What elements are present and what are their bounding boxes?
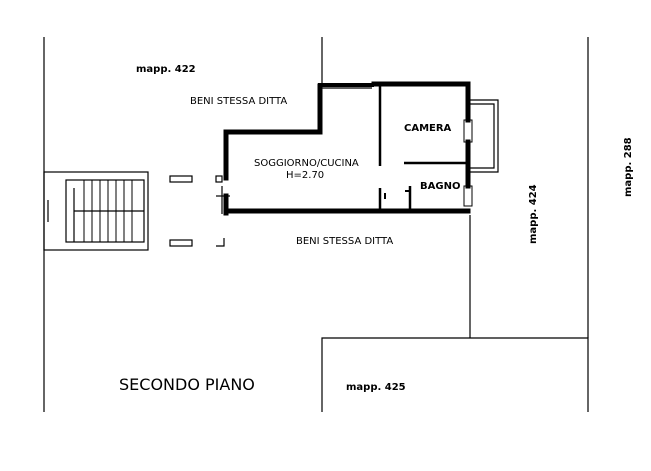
label-mapp-424: mapp. 424: [528, 184, 539, 244]
label-mapp-288: mapp. 288: [623, 137, 634, 197]
property-boundaries: [43, 37, 589, 412]
label-camera: CAMERA: [404, 123, 452, 134]
staircase: [43, 171, 149, 251]
interior-partitions: [378, 86, 468, 210]
corridor-marks: [169, 175, 230, 247]
label-mapp-422: mapp. 422: [136, 64, 196, 75]
label-soggiorno-cucina: SOGGIORNO/CUCINA: [254, 158, 359, 169]
balcony: [470, 99, 499, 173]
label-secondo-piano: SECONDO PIANO: [119, 375, 255, 394]
label-ceiling-height: H=2.70: [286, 170, 324, 181]
label-bagno: BAGNO: [420, 181, 460, 192]
label-beni-stessa-ditta-bottom: BENI STESSA DITTA: [296, 236, 393, 247]
label-mapp-425: mapp. 425: [346, 382, 406, 393]
label-beni-stessa-ditta-top: BENI STESSA DITTA: [190, 96, 287, 107]
apartment-walls: [223, 81, 473, 216]
